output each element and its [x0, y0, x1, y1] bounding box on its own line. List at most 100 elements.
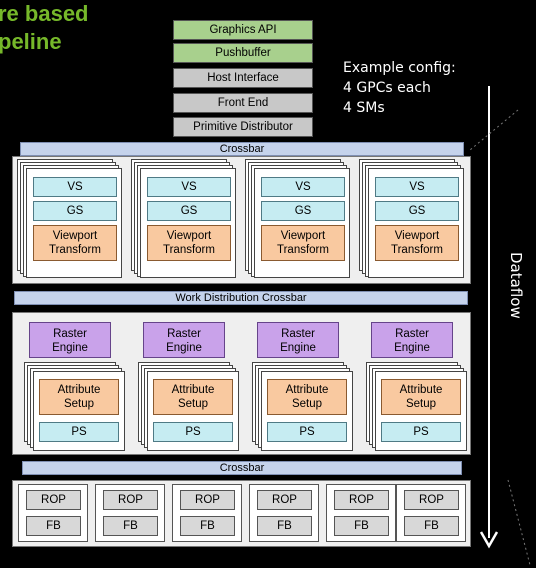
card-front: VS GS Viewport Transform: [368, 168, 464, 278]
vs-label: VS: [67, 181, 83, 193]
dataflow-arrowhead-icon: [479, 531, 499, 549]
front-end-box: Front End: [173, 93, 313, 113]
viewport-label: Viewport: [394, 230, 440, 242]
card-front: VS GS Viewport Transform: [26, 168, 122, 278]
gs-label: GS: [408, 205, 426, 217]
gs-label: GS: [66, 205, 84, 217]
gs-stage: GS: [33, 201, 117, 221]
work-distribution-label: Work Distribution Crossbar: [175, 292, 307, 304]
dotted-guides: [469, 109, 531, 566]
geometry-unit: VS GS Viewport Transform: [131, 159, 241, 279]
attribute-label: Attribute: [399, 384, 443, 396]
ps-label: PS: [71, 426, 87, 438]
host-interface-box: Host Interface: [173, 68, 313, 88]
gs-stage: GS: [147, 201, 231, 221]
rop-label: ROP: [118, 494, 143, 506]
raster-engine-stage: Raster Engine: [29, 322, 111, 358]
gs-label: GS: [180, 205, 198, 217]
fb-label: FB: [277, 520, 292, 532]
viewport-transform-stage: Viewport Transform: [375, 225, 459, 261]
crossbar-bottom: Crossbar: [22, 461, 462, 475]
rop-label: ROP: [349, 494, 374, 506]
ps-label: PS: [185, 426, 201, 438]
gs-stage: GS: [375, 201, 459, 221]
viewport-label: Viewport: [166, 230, 212, 242]
raster-unit: Raster Engine Attribute Setup PS: [252, 318, 358, 453]
card-front: Attribute Setup PS: [375, 371, 467, 451]
attribute-label: Attribute: [285, 384, 329, 396]
card-front: VS GS Viewport Transform: [254, 168, 350, 278]
fb-label: FB: [424, 520, 439, 532]
geometry-unit: VS GS Viewport Transform: [245, 159, 355, 279]
rop-label: ROP: [41, 494, 66, 506]
transform-label: Transform: [277, 244, 329, 256]
dataflow-arrow-line: [488, 86, 490, 538]
rop-stage: ROP: [257, 490, 312, 510]
rop-stage: ROP: [180, 490, 235, 510]
primitive-distributor-label: Primitive Distributor: [193, 121, 293, 133]
engine-label: Engine: [394, 342, 430, 354]
vs-stage: VS: [33, 177, 117, 197]
rop-unit: ROP FB: [95, 484, 165, 542]
raster-engine-stage: Raster Engine: [371, 322, 453, 358]
crossbar-top-label: Crossbar: [219, 143, 265, 155]
raster-label: Raster: [395, 328, 429, 340]
rop-stage: ROP: [103, 490, 158, 510]
fb-stage: FB: [180, 516, 235, 536]
attribute-setup-stage: Attribute Setup: [153, 379, 233, 415]
rop-unit: ROP FB: [396, 484, 466, 542]
card-front: Attribute Setup PS: [147, 371, 239, 451]
raster-engine-stage: Raster Engine: [257, 322, 339, 358]
fb-stage: FB: [257, 516, 312, 536]
fb-label: FB: [46, 520, 61, 532]
raster-unit: Raster Engine Attribute Setup PS: [366, 318, 470, 453]
transform-label: Transform: [391, 244, 443, 256]
geometry-unit: VS GS Viewport Transform: [17, 159, 127, 279]
rop-stage: ROP: [334, 490, 389, 510]
card-front: Attribute Setup PS: [261, 371, 353, 451]
crossbar-bottom-label: Crossbar: [219, 462, 265, 474]
attribute-setup-stage: Attribute Setup: [39, 379, 119, 415]
rop-label: ROP: [272, 494, 297, 506]
fb-label: FB: [123, 520, 138, 532]
slide-title: re based peline: [0, 0, 91, 56]
setup-label: Setup: [63, 398, 95, 410]
fb-stage: FB: [404, 516, 459, 536]
viewport-label: Viewport: [280, 230, 326, 242]
vs-label: VS: [295, 181, 311, 193]
transform-label: Transform: [49, 244, 101, 256]
raster-unit: Raster Engine Attribute Setup PS: [138, 318, 244, 453]
engine-label: Engine: [52, 342, 88, 354]
fb-label: FB: [354, 520, 369, 532]
engine-label: Engine: [166, 342, 202, 354]
rop-unit: ROP FB: [172, 484, 242, 542]
attribute-label: Attribute: [57, 384, 101, 396]
ps-stage: PS: [39, 422, 119, 442]
graphics-api-label: Graphics API: [209, 24, 277, 36]
setup-label: Setup: [405, 398, 437, 410]
fb-label: FB: [200, 520, 215, 532]
example-config: Example config: 4 GPCs each 4 SMs: [343, 58, 513, 118]
transform-label: Transform: [163, 244, 215, 256]
title-line-2: peline: [0, 29, 62, 54]
setup-label: Setup: [177, 398, 209, 410]
gs-label: GS: [294, 205, 312, 217]
title-line-1: re based: [0, 1, 89, 26]
vs-stage: VS: [375, 177, 459, 197]
card-front: Attribute Setup PS: [33, 371, 125, 451]
example-line-3: 4 SMs: [343, 100, 385, 116]
fb-stage: FB: [103, 516, 158, 536]
gs-stage: GS: [261, 201, 345, 221]
fb-stage: FB: [26, 516, 81, 536]
ps-label: PS: [299, 426, 315, 438]
viewport-transform-stage: Viewport Transform: [147, 225, 231, 261]
rop-label: ROP: [419, 494, 444, 506]
pushbuffer-label: Pushbuffer: [215, 47, 271, 59]
rop-unit: ROP FB: [249, 484, 319, 542]
raster-label: Raster: [167, 328, 201, 340]
ps-stage: PS: [381, 422, 461, 442]
viewport-transform-stage: Viewport Transform: [33, 225, 117, 261]
attribute-label: Attribute: [171, 384, 215, 396]
geometry-unit: VS GS Viewport Transform: [359, 159, 469, 279]
ps-label: PS: [413, 426, 429, 438]
